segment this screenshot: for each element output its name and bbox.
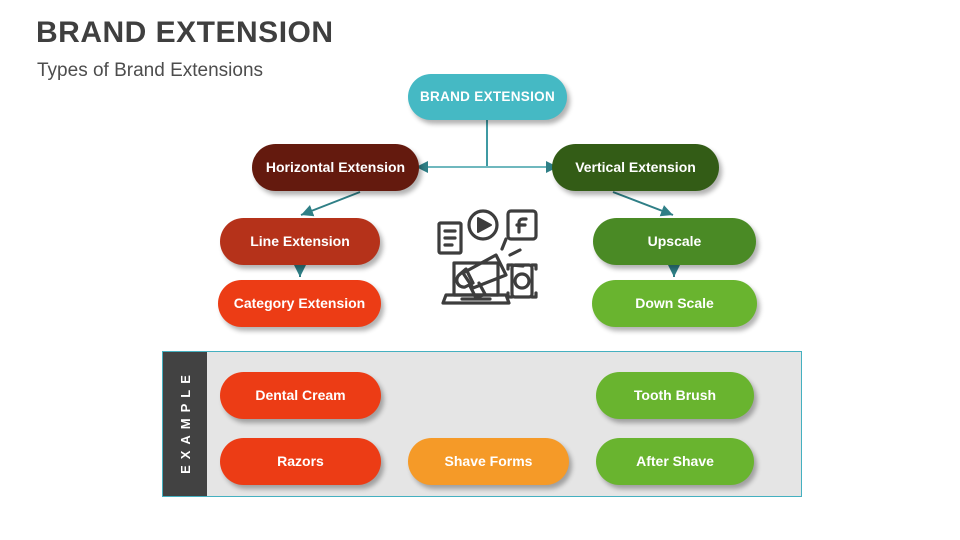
example-label: EXAMPLE	[177, 368, 193, 474]
marketing-megaphone-icon	[437, 209, 538, 305]
page-subtitle: Types of Brand Extensions	[37, 60, 264, 81]
node-brand-extension[interactable]: BRAND EXTENSION	[408, 74, 567, 120]
example-node-shave-forms[interactable]: Shave Forms	[408, 438, 569, 485]
example-node-after-shave[interactable]: After Shave	[596, 438, 754, 485]
node-line-extension[interactable]: Line Extension	[220, 218, 380, 265]
node-vertical-extension[interactable]: Vertical Extension	[552, 144, 719, 191]
node-category-extension[interactable]: Category Extension	[218, 280, 381, 327]
node-upscale[interactable]: Upscale	[593, 218, 756, 265]
node-down-scale[interactable]: Down Scale	[592, 280, 757, 327]
example-node-razors[interactable]: Razors	[220, 438, 381, 485]
example-node-tooth-brush[interactable]: Tooth Brush	[596, 372, 754, 419]
node-horizontal-extension[interactable]: Horizontal Extension	[252, 144, 419, 191]
example-label-bar: EXAMPLE	[163, 352, 207, 496]
page-title: BRAND EXTENSION	[36, 16, 334, 49]
example-node-dental-cream[interactable]: Dental Cream	[220, 372, 381, 419]
